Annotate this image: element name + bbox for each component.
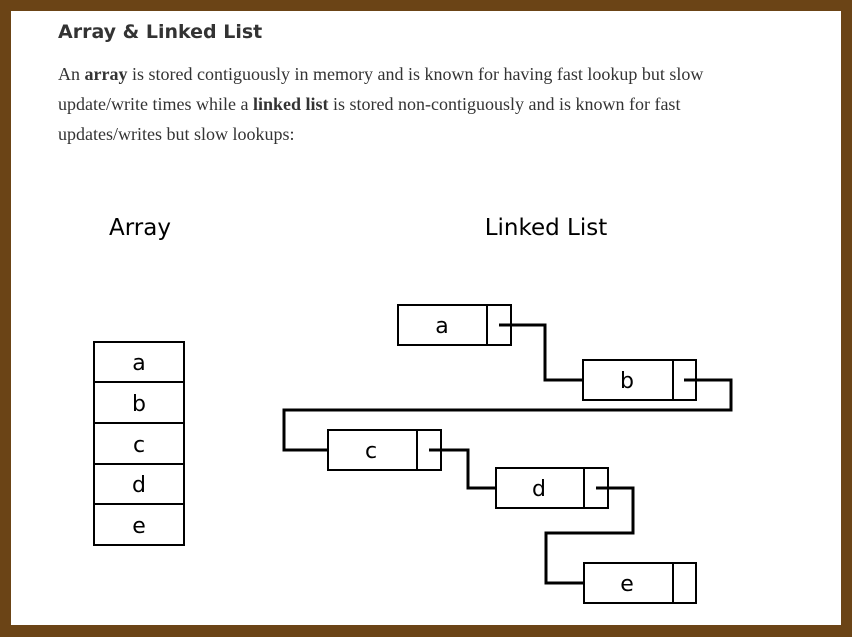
list-node-e (583, 562, 697, 604)
linked-list-labels: a b c d e (365, 314, 634, 597)
paragraph-text-2: is stored contiguously in memory and is … (58, 64, 704, 114)
description-paragraph: An array is stored contiguously in memor… (58, 59, 778, 149)
array-labels: a b c d e (132, 351, 146, 539)
array-cell-label: b (132, 392, 146, 417)
list-node-label: c (365, 439, 377, 464)
list-node-d (495, 467, 609, 509)
array-cell-label: e (132, 514, 146, 539)
array-cell-label: c (133, 433, 145, 458)
linked-list-nodes (327, 304, 697, 604)
list-node-c (327, 429, 442, 471)
array-outline (93, 341, 185, 546)
section-heading: Array & Linked List (58, 21, 263, 43)
list-node-label: e (620, 572, 634, 597)
paragraph-bold-array: array (84, 64, 128, 84)
linked-list-pointers (282, 323, 733, 585)
list-node-b (582, 359, 697, 401)
list-node-label: d (532, 477, 546, 502)
linked-list-title: Linked List (485, 215, 608, 241)
pointer-a-to-b (499, 323, 583, 382)
array-title: Array (109, 215, 171, 241)
list-node-label: a (435, 314, 448, 339)
pointer-b-to-c (282, 378, 733, 452)
array-cell-label: a (132, 351, 145, 376)
paragraph-text-1: An (58, 64, 85, 84)
array-block (93, 341, 185, 546)
paragraph-bold-linked-list: linked list (252, 94, 329, 114)
list-node-label: b (620, 369, 634, 394)
pointer-d-to-e (544, 486, 635, 585)
list-node-a (397, 304, 512, 346)
content-card: Array & Linked List An array is stored c… (11, 11, 841, 625)
paragraph-text-3: is stored non-contiguously and is known … (58, 94, 681, 144)
array-linked-list-diagram: Array Linked List a b c d e (93, 215, 733, 604)
pointer-c-to-d (429, 448, 496, 490)
array-cell-label: d (132, 473, 146, 498)
